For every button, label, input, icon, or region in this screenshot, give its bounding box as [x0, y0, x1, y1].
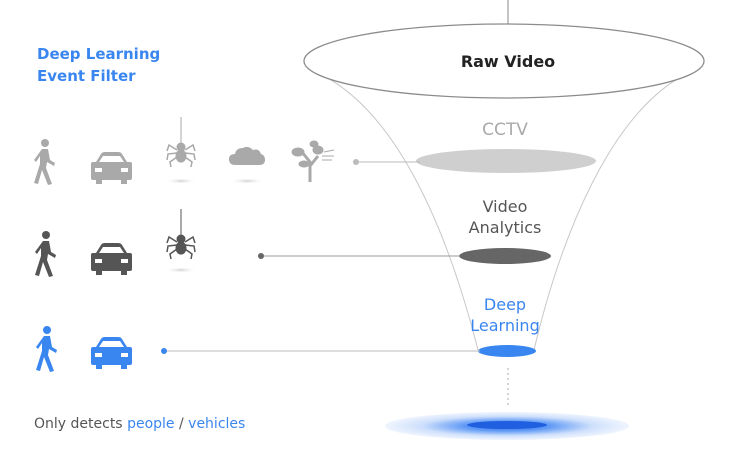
tree-wind-icon — [291, 140, 335, 182]
video-analytics-line-2: Analytics — [468, 218, 542, 237]
car-icon — [91, 337, 132, 369]
funnel-right-edge — [533, 71, 691, 351]
footer-people: people — [127, 416, 175, 432]
dl-connector-dot — [161, 348, 167, 354]
video-analytics-label: Video Analytics — [440, 196, 570, 238]
output-glow-core — [467, 421, 547, 429]
video-analytics-line-1: Video — [482, 197, 528, 216]
footer-separator: / — [174, 416, 189, 432]
video-analytics-disc — [459, 248, 551, 264]
spider-icon — [166, 117, 196, 168]
deep-learning-label: Deep Learning — [440, 294, 570, 336]
spider-icon — [166, 209, 196, 260]
footer-prefix: Only detects — [34, 416, 128, 432]
cctv-disc — [416, 149, 596, 173]
spider-shadow — [165, 178, 197, 184]
cloud-icon — [229, 146, 265, 165]
person-walking-icon — [35, 231, 56, 277]
cloud-shadow — [229, 178, 265, 184]
footer-note: Only detects people / vehicles — [34, 416, 245, 432]
funnel-left-edge — [315, 71, 479, 351]
deep-learning-line-2: Learning — [470, 316, 540, 335]
va-connector-dot — [258, 253, 264, 259]
title-line-1: Deep Learning — [37, 45, 161, 63]
person-walking-icon — [36, 326, 57, 372]
spider-shadow — [165, 267, 197, 273]
deep-learning-line-1: Deep — [483, 295, 527, 314]
diagram-title: Deep Learning Event Filter — [37, 43, 160, 87]
deep-learning-disc — [478, 345, 536, 357]
title-line-2: Event Filter — [37, 67, 136, 85]
cctv-connector-dot — [353, 159, 359, 165]
car-icon — [91, 243, 132, 275]
cctv-label: CCTV — [482, 120, 528, 140]
car-icon — [91, 152, 132, 184]
footer-vehicles: vehicles — [188, 416, 246, 432]
person-walking-icon — [34, 139, 55, 185]
raw-video-label: Raw Video — [460, 52, 556, 71]
raw-video-ellipse — [303, 23, 705, 99]
